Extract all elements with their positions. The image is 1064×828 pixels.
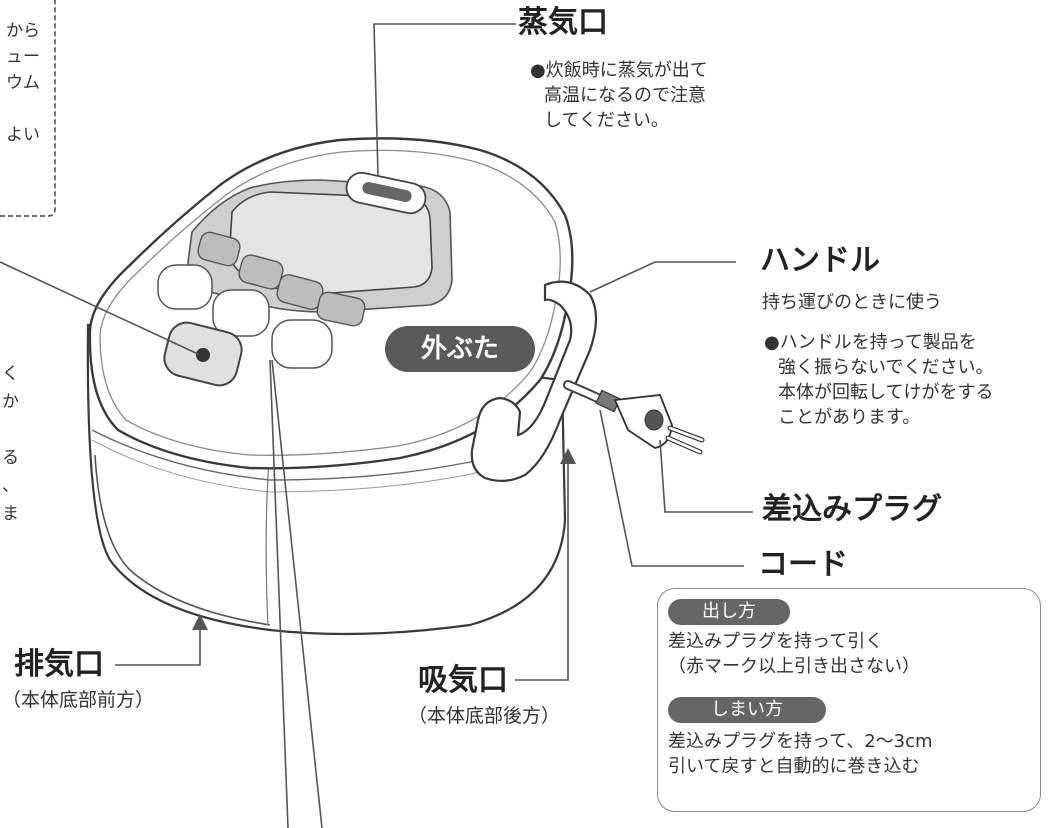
cord-info-box: 出し方 差込みプラグを持って引く （赤マーク以上引き出さない） しまい方 差込み… (657, 588, 1041, 812)
clipped-line: る (2, 448, 19, 468)
plug-title: 差込みプラグ (762, 492, 942, 527)
clipped-line: よい (6, 125, 40, 145)
clipped-line: ュー (6, 47, 40, 67)
steam-vent-note-line: ●炊飯時に蒸気が出て (530, 60, 708, 81)
handle-note-line: 強く振らないでください。 (778, 357, 994, 378)
pull-text: 差込みプラグを持って引く （赤マーク以上引き出さない） (668, 629, 920, 679)
dashed-callout-box (0, 0, 56, 217)
cord-title: コード (758, 547, 848, 582)
exhaust-arrow (192, 614, 208, 630)
start-button-dot (196, 348, 210, 362)
exhaust-sub: （本体底部前方） (2, 689, 155, 711)
clipped-line: か (2, 392, 19, 412)
clipped-text-left: く か る 、 ま (2, 360, 19, 528)
handle-description: 持ち運びのときに使う (762, 292, 942, 313)
pull-text-line: （赤マーク以上引き出さない） (668, 656, 920, 677)
steam-vent-note-line: 高温になるので注意 (544, 85, 706, 106)
store-text: 差込みプラグを持って、2〜3cm 引いて戻すと自動的に巻き込む (668, 729, 933, 779)
handle-note-line: ●ハンドルを持って製品を (764, 332, 977, 353)
clipped-line: から (6, 21, 40, 41)
pull-label: 出し方 (668, 599, 790, 625)
clipped-text-top-left: から ュー ウム よい (6, 18, 40, 148)
handle-note-line: 本体が回転してけがをする (778, 382, 994, 403)
steam-vent-note: ●炊飯時に蒸気が出て 高温になるので注意 してください。 (530, 58, 708, 133)
store-label: しまい方 (668, 697, 826, 723)
steam-vent-title: 蒸気口 (518, 5, 608, 40)
clipped-line: ま (2, 504, 19, 524)
handle-title: ハンドル (760, 243, 880, 278)
intake-arrow (560, 448, 576, 464)
handle-note: ●ハンドルを持って製品を 強く振らないでください。 本体が回転してけがをする こ… (764, 330, 993, 430)
store-text-line: 引いて戻すと自動的に巻き込む (668, 756, 920, 777)
pull-text-line: 差込みプラグを持って引く (668, 631, 884, 652)
clipped-line: 、 (2, 476, 19, 496)
intake-sub: （本体底部後方） (408, 705, 561, 727)
handle (470, 280, 598, 482)
exhaust-title: 排気口 (14, 647, 104, 682)
button-row (197, 231, 366, 327)
clipped-line: く (2, 364, 19, 384)
outer-lid-label: 外ぶた (385, 326, 535, 372)
intake-title: 吸気口 (418, 663, 508, 698)
handle-note-line: ことがあります。 (778, 407, 921, 428)
steam-vent-note-line: してください。 (544, 110, 669, 131)
clipped-line: ウム (6, 73, 40, 93)
leader-lines (0, 23, 753, 828)
store-text-line: 差込みプラグを持って、2〜3cm (668, 731, 933, 752)
plug (613, 394, 673, 449)
